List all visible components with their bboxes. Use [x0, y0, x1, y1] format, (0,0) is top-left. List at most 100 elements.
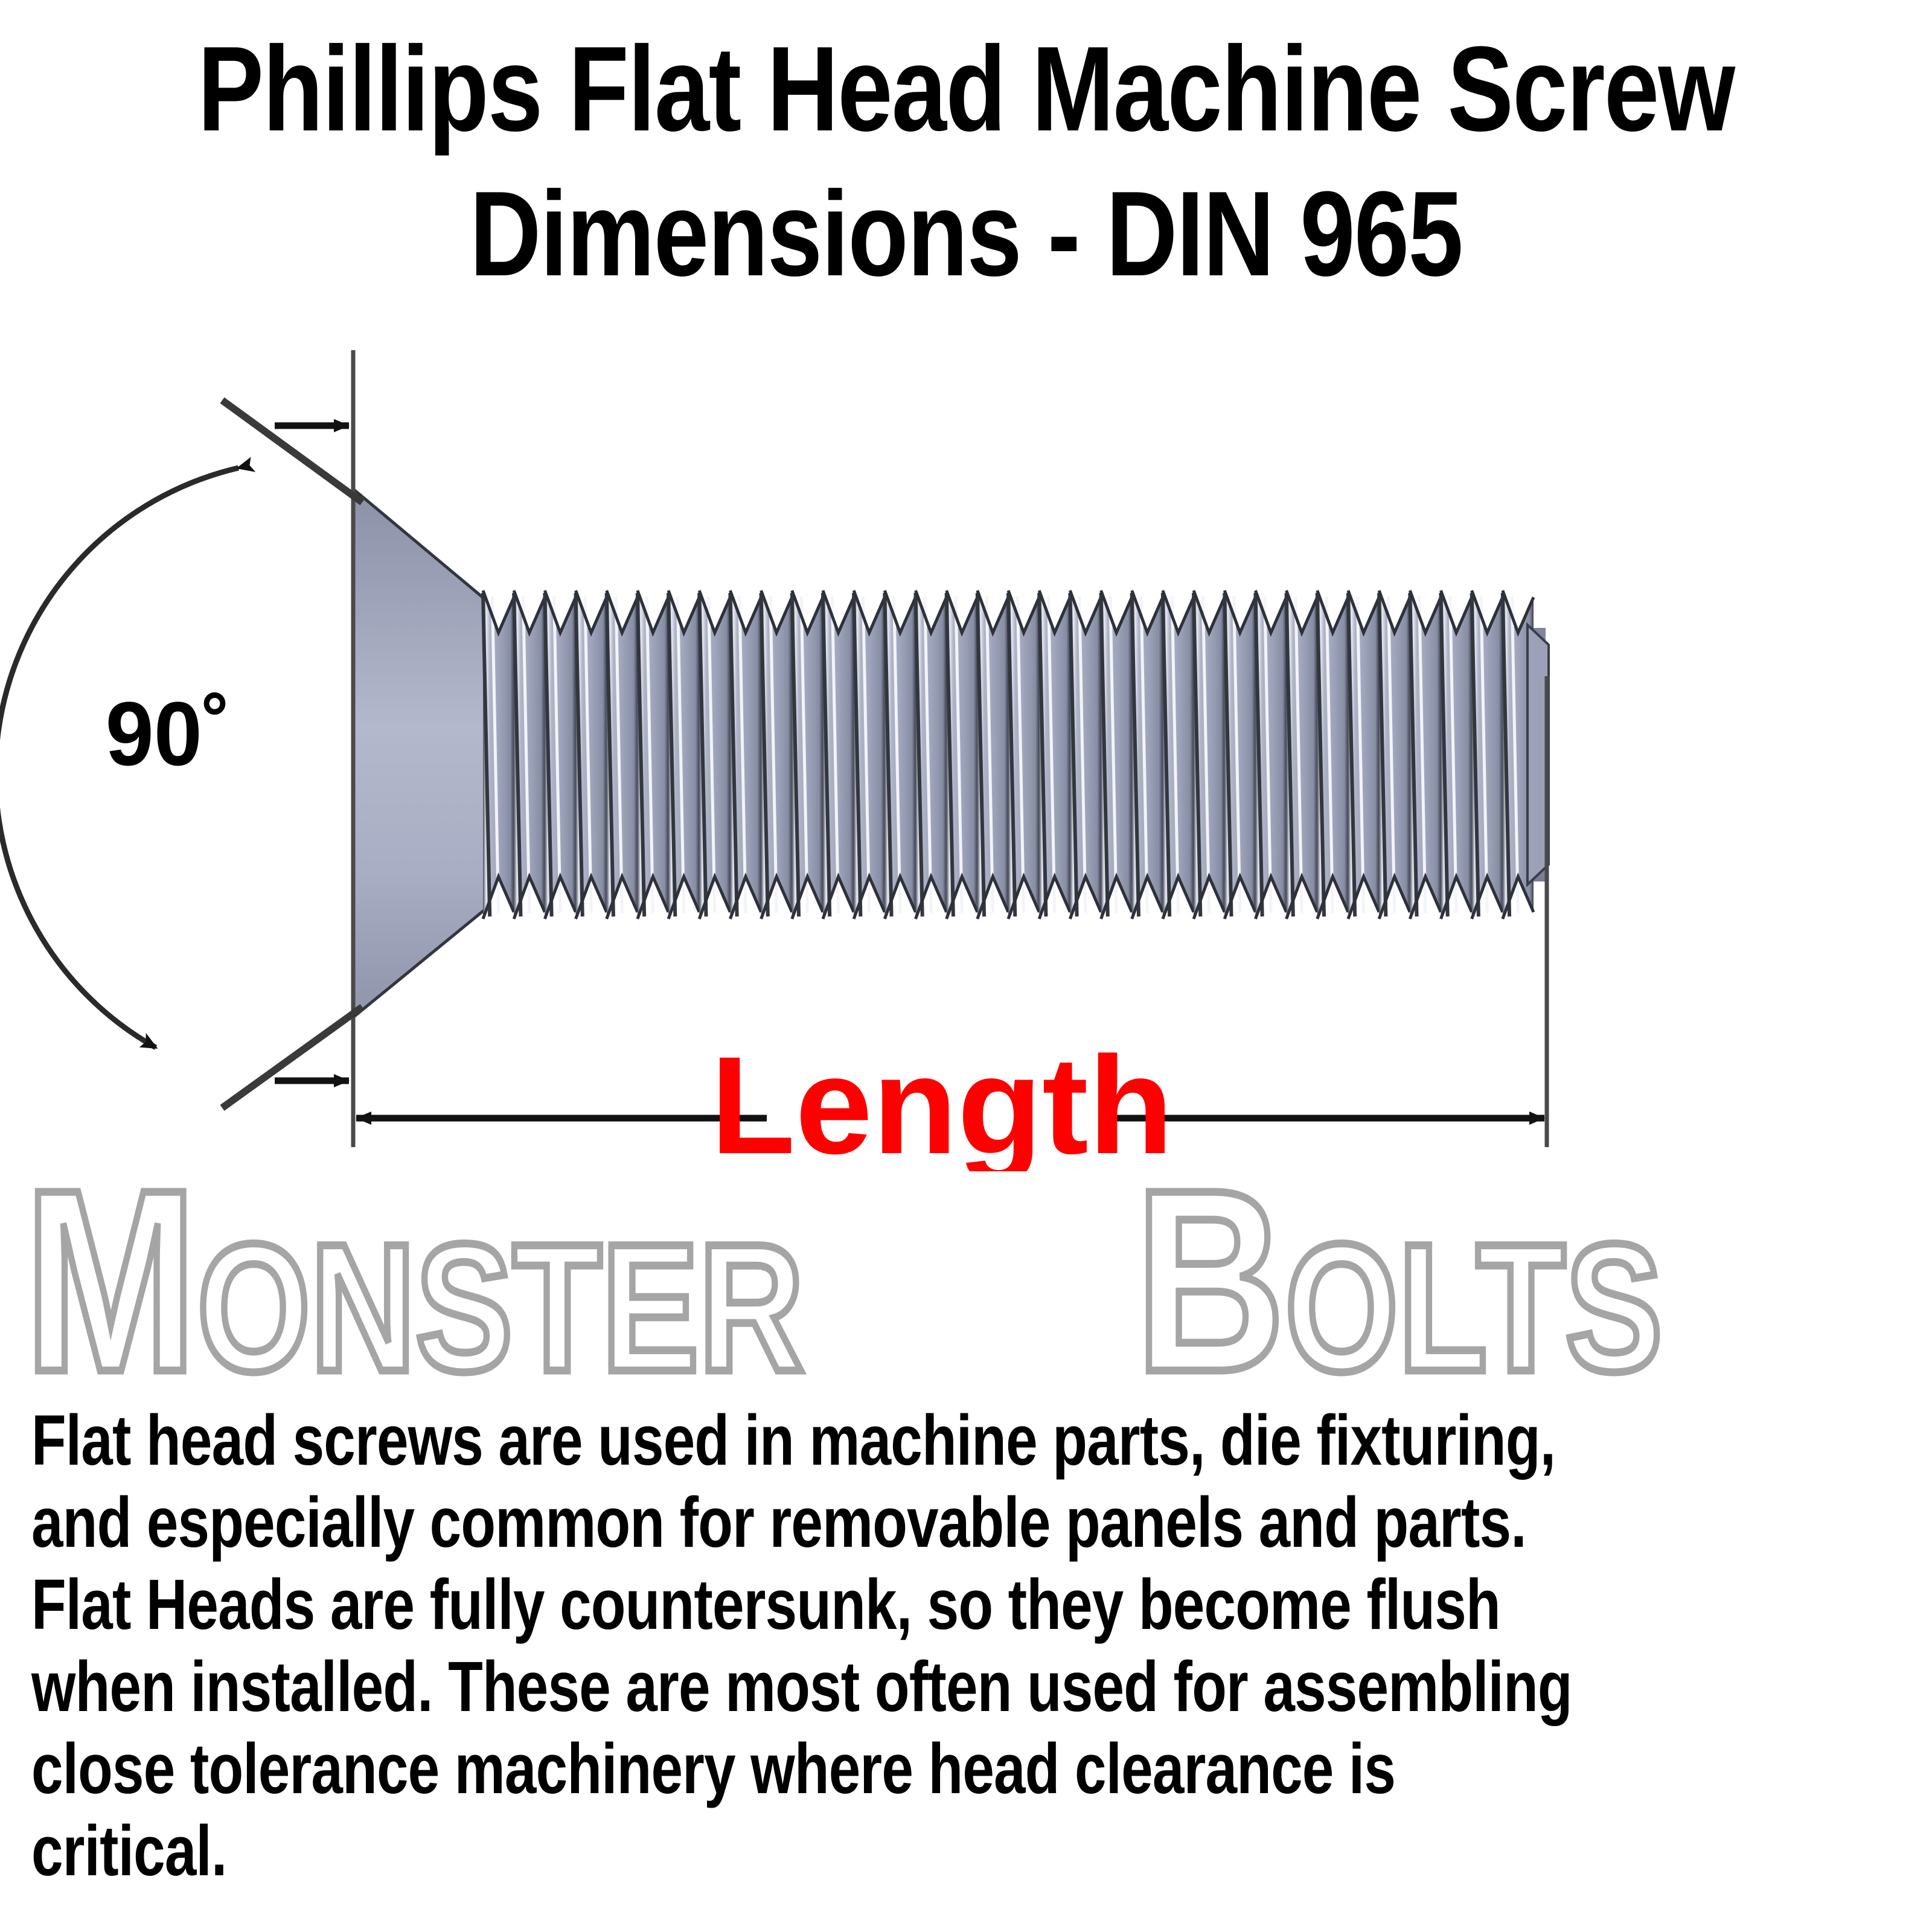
thread-crest-top	[790, 590, 825, 637]
thread-flank	[514, 590, 545, 919]
thread-flank	[699, 590, 731, 919]
thread-crest-bottom	[1099, 872, 1134, 920]
thread-root-line	[1192, 592, 1203, 917]
thread-highlight-line	[1479, 596, 1489, 913]
thread-root-line	[975, 592, 987, 917]
thread-highlight-line	[1294, 596, 1303, 913]
thread-crest-top	[543, 590, 577, 637]
thread-crest-top	[1069, 590, 1102, 637]
thread-crest-top	[1254, 590, 1288, 637]
thread-highlight-line	[1386, 596, 1396, 913]
thread-crest-bottom	[945, 872, 979, 920]
thread-root-line	[1037, 592, 1048, 917]
watermark-word-2: Bolts	[1135, 1136, 1663, 1398]
screw-threaded-shank	[481, 518, 1550, 991]
thread-notch-top	[1039, 518, 1070, 633]
thread-highlight-line	[645, 596, 654, 913]
thread-notch-top	[1194, 518, 1225, 633]
thread-flank	[1008, 590, 1040, 919]
thread-notch-top	[545, 518, 576, 633]
thread-root-line	[883, 592, 894, 917]
thread-root-line	[1439, 592, 1450, 917]
thread-notch-top	[637, 518, 669, 633]
thread-highlight-line	[1510, 596, 1520, 913]
title-line-2: Dimensions - DIN 965	[469, 167, 1463, 301]
thread-crest-bottom	[1408, 872, 1442, 920]
thread-crest-bottom	[1006, 872, 1041, 920]
thread-crest-bottom	[852, 872, 886, 920]
thread-crest-bottom	[821, 872, 856, 920]
thread-crest-top	[512, 590, 546, 637]
thread-root-line	[944, 592, 955, 917]
thread-notch-top	[1070, 518, 1101, 633]
thread-root-line	[820, 592, 832, 917]
thread-root-line	[1160, 592, 1172, 917]
thread-root-line	[1223, 592, 1233, 917]
thread-flank	[545, 590, 576, 919]
thread-highlight-line	[1325, 596, 1334, 913]
thread-crest-bottom	[636, 872, 670, 920]
thread-flank	[1502, 590, 1534, 919]
thread-crest-top	[1408, 590, 1442, 637]
angle-arc	[0, 456, 256, 1050]
thread-notch-top	[1224, 518, 1256, 633]
angle-annotation-90: 90˚	[0, 397, 365, 1111]
thread-crest-top	[883, 590, 917, 637]
thread-crest-top	[1346, 590, 1381, 637]
thread-flank	[1255, 590, 1287, 919]
thread-highlight-line	[552, 596, 562, 913]
thread-crest-top	[914, 590, 948, 637]
thread-crest-top	[976, 590, 1010, 637]
thread-flank	[1131, 590, 1163, 919]
thread-notch-top	[1348, 518, 1380, 633]
thread-notch-top	[699, 518, 731, 633]
thread-notch-top	[761, 518, 792, 633]
thread-highlight-line	[1047, 596, 1057, 913]
thread-crest-top	[1161, 590, 1195, 637]
thread-crest-top	[636, 590, 670, 637]
thread-highlight-line	[1201, 596, 1211, 913]
description-line: when installed. These are most often use…	[31, 1647, 1573, 1727]
thread-crest-bottom	[605, 872, 639, 920]
thread-flank	[977, 590, 1008, 919]
thread-crest-bottom	[1501, 872, 1535, 920]
thread-notch-top	[946, 518, 977, 633]
length-label-backdrop	[767, 1063, 1117, 1171]
page-title: Phillips Flat Head Machine Screw Dimensi…	[0, 17, 1932, 307]
thread-crest-top	[852, 590, 886, 637]
thread-crest-top	[1006, 590, 1041, 637]
thread-notch-top	[668, 518, 700, 633]
thread-flank	[606, 590, 638, 919]
thread-notch-top	[884, 518, 916, 633]
thread-crest-bottom	[1223, 872, 1257, 920]
thread-flank	[1441, 590, 1472, 919]
description-line: and especially common for removable pane…	[31, 1483, 1527, 1563]
thread-crest-bottom	[1346, 872, 1381, 920]
thread-flank	[730, 590, 761, 919]
thread-crest-top	[1439, 590, 1473, 637]
thread-crest-top	[574, 590, 609, 637]
thread-flank	[1224, 590, 1256, 919]
thread-flank	[637, 590, 669, 919]
thread-highlight-line	[861, 596, 871, 913]
thread-highlight-line	[1016, 596, 1026, 913]
thread-flank	[1379, 590, 1410, 919]
thread-highlight-line	[769, 596, 778, 913]
description-paragraph: Flat head screws are used in machine par…	[31, 1399, 1909, 1892]
thread-crest-top	[1037, 590, 1072, 637]
thread-crest-bottom	[1254, 872, 1288, 920]
thread-highlight-line	[799, 596, 809, 913]
thread-root-line	[1346, 592, 1357, 917]
thread-highlight-line	[490, 596, 501, 913]
title-line-1: Phillips Flat Head Machine Screw	[197, 22, 1736, 156]
thread-highlight-line	[1418, 596, 1427, 913]
thread-highlight-line	[1078, 596, 1087, 913]
thread-flank	[1410, 590, 1441, 919]
thread-highlight-line	[676, 596, 686, 913]
thread-root-line	[1284, 592, 1295, 917]
thread-flank	[575, 590, 607, 919]
thread-root-line	[1315, 592, 1326, 917]
watermark-word-1: Monster	[24, 1136, 804, 1398]
thread-root-line	[481, 592, 492, 917]
thread-crest-top	[1501, 590, 1535, 637]
